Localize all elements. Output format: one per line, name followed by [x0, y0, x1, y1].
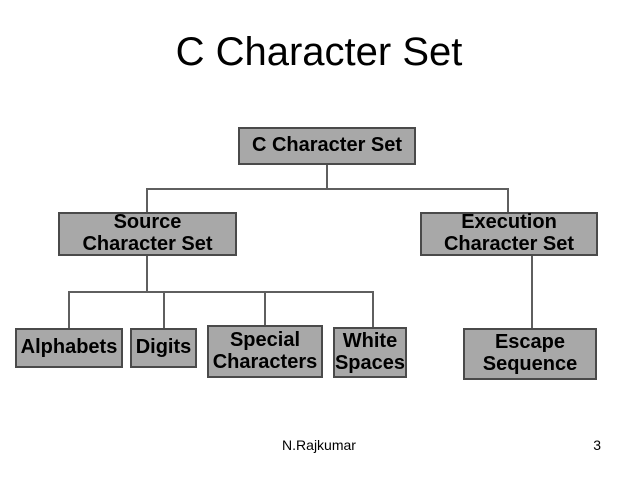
connector-execution-to-escape: [531, 256, 533, 329]
node-special-characters: Special Characters: [207, 325, 323, 378]
node-alphabets-label: Alphabets: [20, 336, 118, 359]
node-white-spaces-label: White Spaces: [334, 329, 406, 374]
node-source-character-set: Source Character Set: [58, 212, 237, 256]
node-c-character-set: C Character Set: [238, 127, 416, 165]
node-digits: Digits: [130, 328, 197, 368]
connector-execution-drop: [507, 188, 509, 214]
connector-special-stub: [264, 291, 266, 327]
page-number: 3: [593, 437, 601, 453]
node-alphabets: Alphabets: [15, 328, 123, 368]
connector-root-down: [326, 165, 328, 189]
node-c-character-set-label: C Character Set: [251, 134, 403, 157]
node-source-character-set-label: Source Character Set: [82, 211, 213, 255]
node-special-characters-label: Special Characters: [212, 328, 318, 373]
slide-title: C Character Set: [175, 30, 463, 74]
node-escape-sequence: Escape Sequence: [463, 328, 597, 380]
connector-children-horizontal: [68, 291, 373, 293]
connector-alphabets-stub: [68, 291, 70, 329]
node-white-spaces: White Spaces: [333, 327, 407, 378]
connector-white-stub: [372, 291, 374, 328]
node-execution-character-set-label: Execution Character Set: [443, 211, 575, 255]
node-digits-label: Digits: [135, 336, 192, 359]
footer-author: N.Rajkumar: [282, 437, 356, 453]
connector-digits-stub: [163, 291, 165, 329]
node-execution-character-set: Execution Character Set: [420, 212, 598, 256]
node-escape-sequence-label: Escape Sequence: [482, 331, 578, 375]
connector-level2-horizontal: [146, 188, 508, 190]
